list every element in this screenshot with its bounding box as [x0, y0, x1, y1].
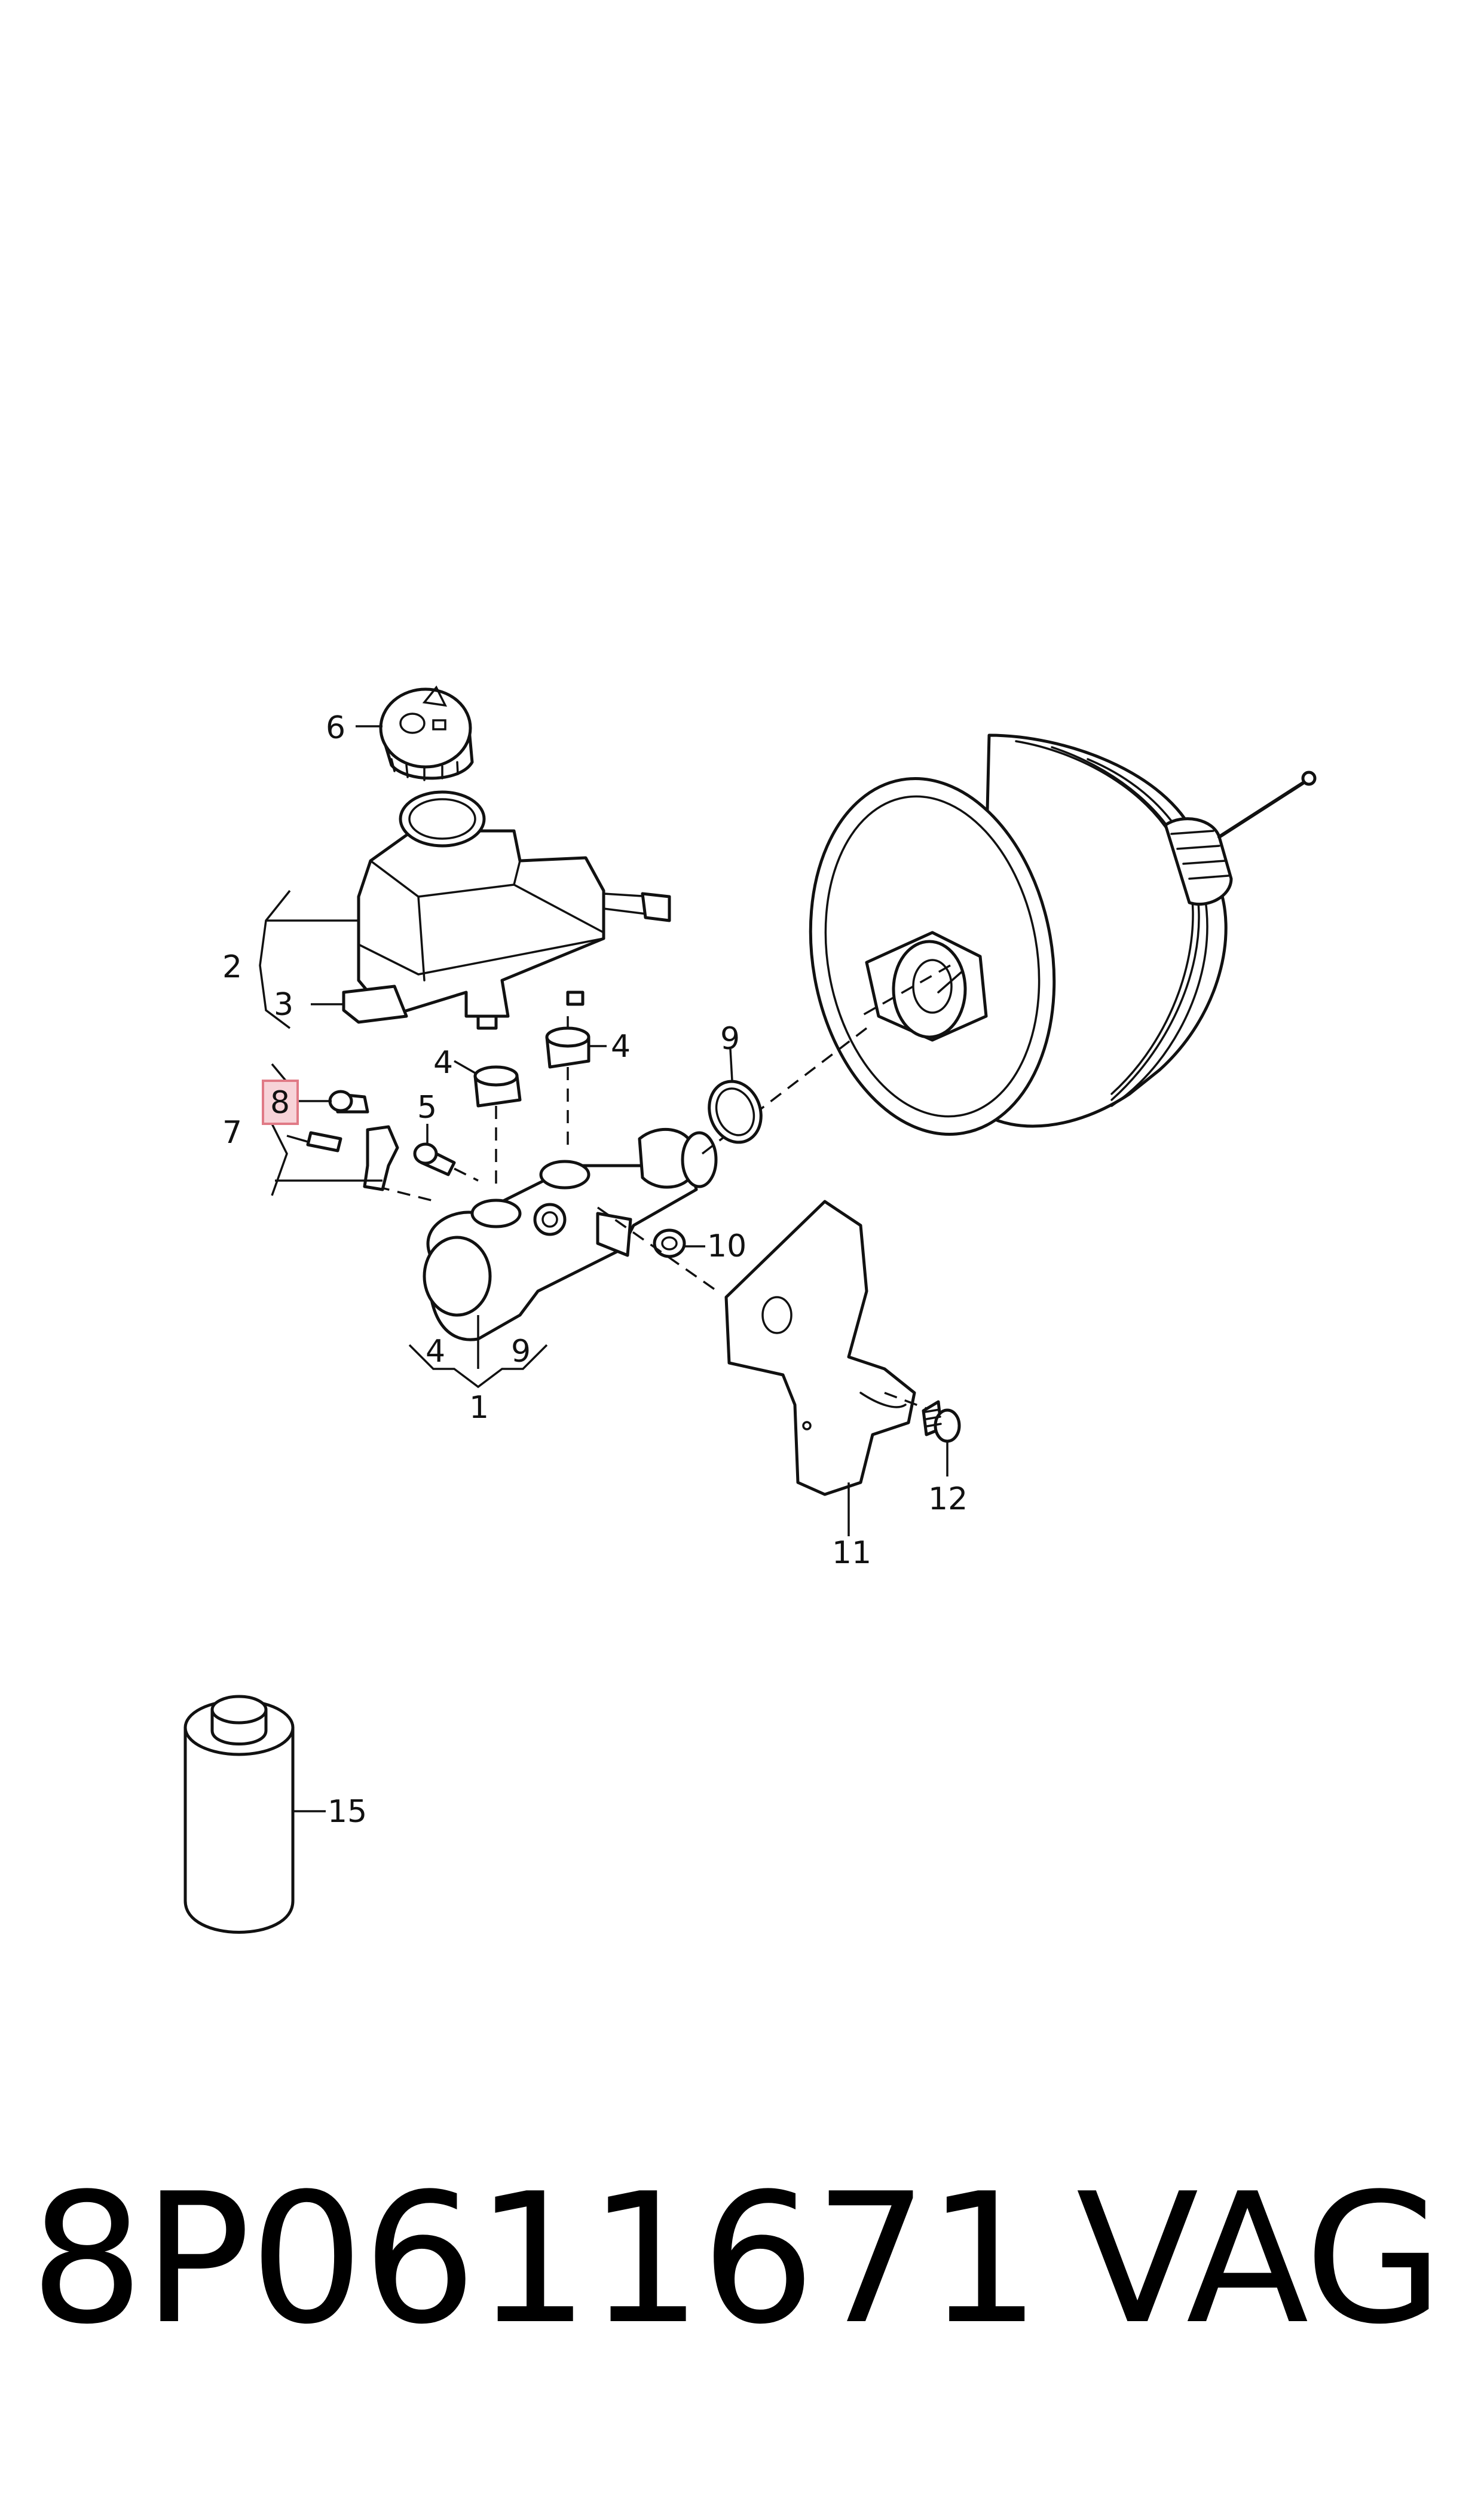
callout-1: 1: [469, 1390, 489, 1426]
callout-2: 2: [222, 949, 242, 985]
pressure-sensor: [296, 1090, 369, 1114]
callout-9-bottom: 9: [511, 1334, 531, 1369]
brake-fluid-bottle: [183, 1695, 326, 1934]
bracket: [724, 1200, 933, 1536]
group-bracket-2: [259, 889, 359, 1029]
reservoir-cap: [356, 685, 474, 781]
callout-5: 5: [417, 1090, 437, 1126]
callout-10: 10: [707, 1228, 746, 1264]
grommet-right: [545, 1016, 607, 1148]
callout-4-right: 4: [611, 1029, 631, 1065]
callout-12: 12: [928, 1481, 968, 1517]
callout-7: 7: [222, 1115, 242, 1151]
grommet-left: [454, 1060, 522, 1184]
brake-fluid-reservoir: [342, 790, 671, 1030]
brake-light-switch: [268, 1063, 399, 1196]
callout-6: 6: [326, 710, 345, 746]
group-bracket-1: [408, 1344, 548, 1389]
bolt: [413, 1124, 479, 1182]
callout-4-left: 4: [433, 1045, 453, 1081]
screw: [922, 1400, 961, 1476]
master-cylinder: [376, 1027, 868, 1369]
callout-3: 3: [274, 987, 293, 1023]
nut: [596, 1206, 718, 1292]
part-number: 8P0611671: [30, 2155, 1041, 2364]
brake-booster: [809, 733, 1317, 1136]
callout-9-top: 9: [720, 1021, 740, 1057]
callout-4-bottom: 4: [426, 1334, 445, 1369]
callout-highlight-box: [262, 1080, 299, 1125]
callout-11: 11: [832, 1535, 871, 1571]
callout-8: 8: [270, 1085, 290, 1121]
brand-name: VAG: [1076, 2155, 1443, 2364]
seal-ring: [708, 1048, 763, 1144]
callout-15: 15: [328, 1794, 367, 1830]
